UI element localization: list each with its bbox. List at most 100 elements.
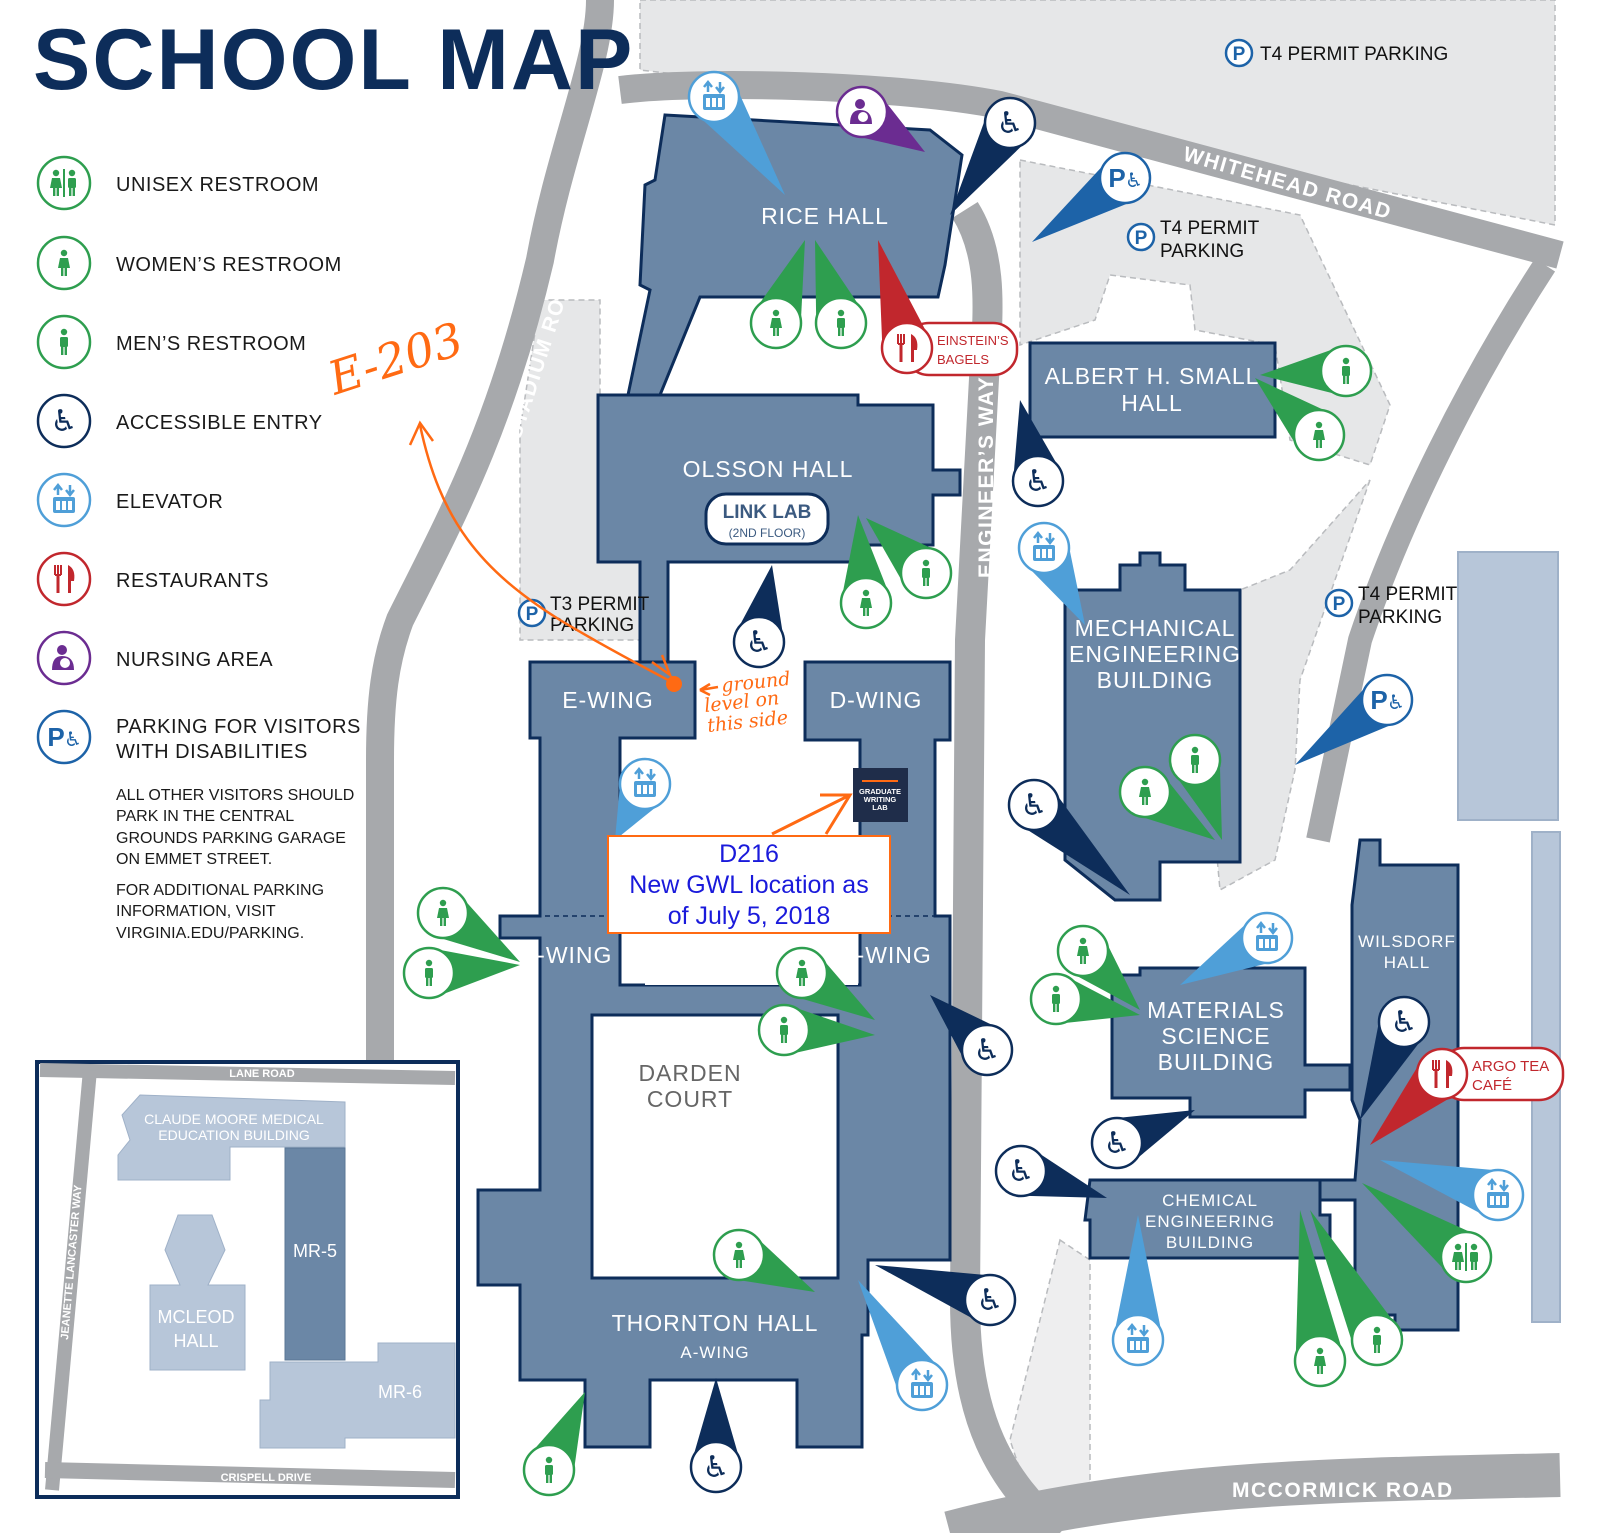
mechanical-engineering-building[interactable] <box>1063 551 1242 902</box>
stadium-road[interactable] <box>366 0 614 1065</box>
darden-court[interactable] <box>590 1013 840 1280</box>
leg-shape <box>61 267 64 276</box>
mens-restroom-marker[interactable] <box>402 946 520 1000</box>
womens-restroom-marker[interactable] <box>1293 1210 1347 1388</box>
materials-science-building[interactable] <box>1110 966 1352 1119</box>
accessible-entry-marker[interactable]: ♿ <box>1011 400 1065 508</box>
elevator-marker[interactable] <box>1380 1160 1525 1222</box>
elevator-marker[interactable] <box>1017 521 1085 625</box>
graduate-writing-lab-sign[interactable]: GRADUATE WRITING LAB <box>853 768 908 822</box>
accessible-entry-marker[interactable]: ♿ <box>950 96 1037 215</box>
restaurant-marker[interactable] <box>878 240 934 375</box>
t4-parking-top-label: T4 PERMIT PARKING <box>1260 44 1448 65</box>
elevator-marker[interactable] <box>615 757 672 840</box>
up-down-arrows-shape <box>1033 530 1055 546</box>
womens-restroom-marker[interactable] <box>1118 765 1215 840</box>
whitehead-road[interactable] <box>618 71 1564 269</box>
mens-restroom-icon <box>545 1456 553 1483</box>
legend-label-nursing: NURSING AREA <box>116 649 273 671</box>
mccormick-road[interactable] <box>944 1453 1561 1533</box>
parking-p-glyph: P <box>47 722 64 752</box>
wheelchair-glyph: ♿ <box>1104 1126 1131 1161</box>
elevator-marker[interactable] <box>858 1280 949 1412</box>
elevator-marker[interactable] <box>1111 1215 1165 1367</box>
womens-restroom-marker[interactable] <box>416 886 520 962</box>
unisex-restroom-marker[interactable] <box>1362 1183 1493 1284</box>
elevator-icon <box>1127 1322 1149 1353</box>
gwl-sign-rule <box>862 780 898 782</box>
unisex-restroom-marker[interactable] <box>36 155 92 211</box>
marker-circle <box>689 1440 743 1494</box>
leg-shape <box>64 346 67 355</box>
leg-shape <box>1083 955 1086 964</box>
accessible-entry-icon: ♿ <box>1391 1005 1418 1040</box>
elevator-marker[interactable] <box>36 472 92 528</box>
womens-restroom-marker[interactable] <box>749 240 805 350</box>
disabled-parking-marker[interactable]: P♿ <box>1032 151 1152 242</box>
mens-restroom-marker[interactable] <box>522 1392 585 1497</box>
mens-restroom-marker[interactable] <box>1168 733 1222 840</box>
up-down-arrows-shape <box>911 1367 933 1383</box>
accessible-entry-marker[interactable]: ♿ <box>994 1144 1107 1198</box>
mens-restroom-marker[interactable] <box>1029 972 1140 1026</box>
parking-labels: P T4 PERMIT PARKING P T4 PERMIT PARKING … <box>517 38 1458 636</box>
accessible-entry-marker[interactable]: ♿ <box>1360 995 1431 1120</box>
leg-shape <box>1317 1365 1320 1374</box>
accessible-entry-marker[interactable]: ♿ <box>689 1378 743 1494</box>
elevator-marker[interactable] <box>687 70 785 195</box>
leg-shape <box>773 327 776 336</box>
wheelchair-glyph: ♿ <box>977 1283 1004 1318</box>
womens-restroom-marker[interactable] <box>36 235 92 291</box>
leg-shape <box>866 607 869 616</box>
wilsdorf-hall[interactable] <box>1318 838 1460 1332</box>
elevator-window-shape <box>649 785 653 794</box>
marker-circle <box>36 393 92 449</box>
note-line[interactable]: VIRGINIA.EDU/PARKING. <box>116 925 304 942</box>
disabled-parking-marker[interactable]: P♿ <box>1295 673 1414 765</box>
elevator-window-shape <box>1502 1196 1506 1205</box>
accessible-entry-marker[interactable]: ♿ <box>930 995 1014 1077</box>
body-shape <box>860 598 872 608</box>
accessible-entry-marker[interactable]: ♿ <box>1090 1110 1195 1170</box>
mens-restroom-marker[interactable] <box>36 314 92 370</box>
leg-shape <box>1346 375 1349 384</box>
marker-circle <box>1098 151 1152 205</box>
mens-restroom-marker[interactable] <box>1260 344 1373 398</box>
accessible-entry-marker[interactable]: ♿ <box>36 393 92 449</box>
mens-restroom-icon <box>425 959 433 986</box>
body-shape <box>437 908 449 918</box>
restaurant-marker[interactable] <box>1370 1047 1469 1145</box>
mens-restroom-marker[interactable] <box>814 240 868 350</box>
accessible-entry-marker[interactable]: ♿ <box>732 565 786 669</box>
elevator-icon <box>911 1367 933 1398</box>
mens-restroom-marker[interactable] <box>757 1003 875 1057</box>
womens-restroom-marker[interactable] <box>775 946 875 1020</box>
restaurant-marker[interactable] <box>36 551 92 607</box>
accessible-entry-icon: ♿ <box>1104 1126 1131 1161</box>
accessible-entry-icon: ♿ <box>1021 788 1048 823</box>
accessible-entry-marker[interactable]: ♿ <box>875 1265 1017 1327</box>
albert-h-small-hall[interactable] <box>1028 341 1277 439</box>
mens-restroom-marker[interactable] <box>1310 1210 1404 1367</box>
elevator-window-shape <box>56 501 60 510</box>
accessible-entry-marker[interactable]: ♿ <box>1007 778 1130 895</box>
fork-shape <box>1432 1060 1440 1071</box>
elevator-window-shape <box>62 501 66 510</box>
wheelchair-glyph: ♿ <box>1391 1005 1418 1040</box>
parking-icon <box>1324 588 1354 618</box>
elevator-icon <box>1256 920 1278 951</box>
nursing-area-marker[interactable] <box>835 85 925 152</box>
up-down-arrows-shape <box>1256 920 1278 936</box>
womens-restroom-marker[interactable] <box>712 1228 815 1292</box>
body-shape <box>1139 787 1151 797</box>
womens-restroom-marker[interactable] <box>1255 378 1346 462</box>
disabled-parking-marker[interactable]: P♿ <box>36 709 92 765</box>
womens-restroom-marker[interactable] <box>1056 924 1140 1010</box>
east-road[interactable] <box>1306 258 1556 843</box>
elevator-marker[interactable] <box>1180 911 1294 985</box>
elevator-window-shape <box>926 1386 930 1395</box>
nursing-area-marker[interactable] <box>36 630 92 686</box>
womens-restroom-marker[interactable] <box>839 515 893 630</box>
parking-lots <box>519 0 1556 1501</box>
mens-restroom-marker[interactable] <box>866 518 953 600</box>
